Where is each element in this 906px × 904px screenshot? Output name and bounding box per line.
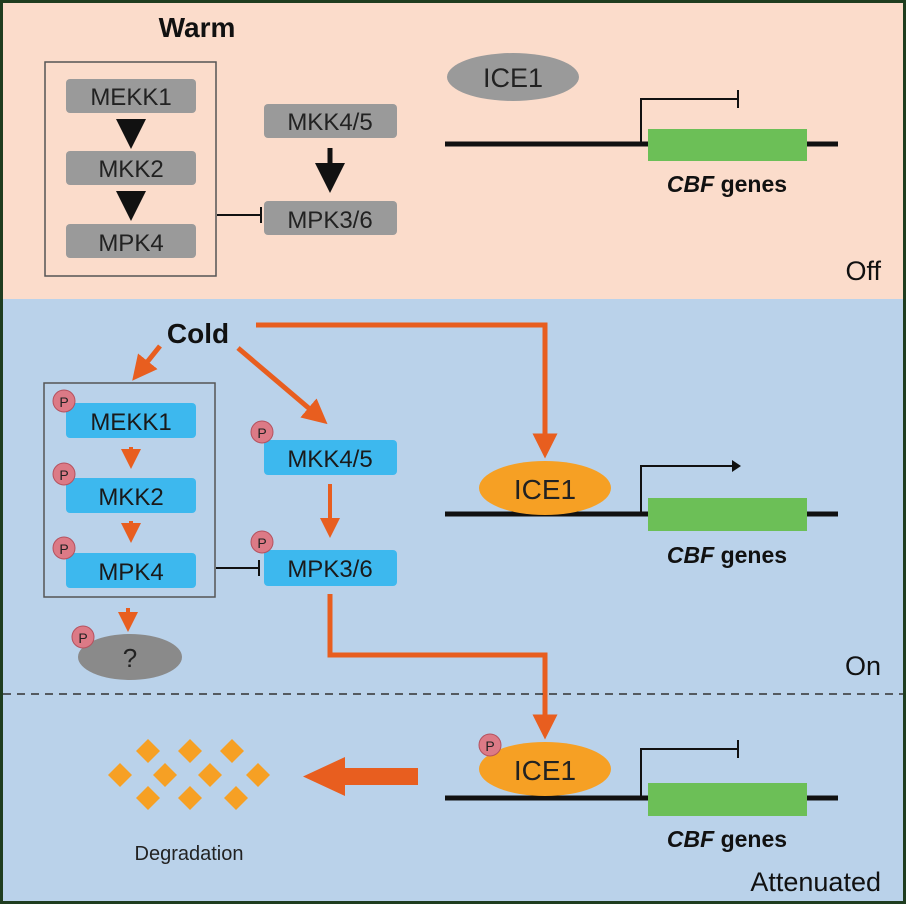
svg-text:P: P [59, 467, 68, 483]
svg-text:ICE1: ICE1 [483, 63, 543, 93]
attenuated-promoter-blocked [640, 740, 739, 798]
cold-mpk36-node: MPK3/6 [264, 550, 397, 586]
cold-mpk4-node: MPK4 [66, 553, 196, 588]
warm-ice1: ICE1 [447, 53, 579, 101]
warm-promoter-blocked [640, 90, 739, 144]
phospho-badge-mpk36: P [250, 530, 274, 554]
degradation-arrow [303, 757, 418, 796]
warm-cbf-gene [648, 129, 807, 161]
warm-state-off: Off [845, 256, 881, 286]
svg-text:MPK4: MPK4 [98, 230, 163, 257]
cold-heading: Cold [167, 318, 229, 349]
cold-promoter-active [640, 460, 741, 514]
phospho-badge-mpk4: P [52, 536, 76, 560]
warm-inhibition-mpk4-mpk36 [217, 207, 262, 223]
svg-text:P: P [257, 425, 266, 441]
svg-text:MPK4: MPK4 [98, 559, 163, 586]
svg-text:MEKK1: MEKK1 [90, 409, 171, 436]
warm-cascade-box [44, 61, 217, 277]
svg-text:ICE1: ICE1 [514, 755, 576, 786]
warm-mkk45-node: MKK4/5 [264, 104, 397, 138]
svg-text:MEKK1: MEKK1 [90, 84, 171, 111]
cold-cbf-label: CBF genes [667, 542, 787, 568]
warm-mpk4-node: MPK4 [66, 224, 196, 258]
attenuated-cbf-label: CBF genes [667, 826, 787, 852]
attenuated-cbf-gene [648, 783, 807, 816]
warm-mkk2-node: MKK2 [66, 151, 196, 185]
svg-text:P: P [485, 738, 494, 754]
phospho-badge-mkk2: P [52, 462, 76, 486]
attenuated-ice1: ICE1 [479, 742, 611, 796]
warm-mekk1-node: MEKK1 [66, 79, 196, 113]
warm-cbf-label: CBF genes [667, 171, 787, 197]
svg-text:MKK4/5: MKK4/5 [287, 446, 372, 473]
svg-text:P: P [257, 535, 266, 551]
phospho-badge-mkk45: P [250, 420, 274, 444]
cold-cbf-gene [648, 498, 807, 531]
cold-ice1: ICE1 [479, 461, 611, 515]
arrow-cold-to-cascade [132, 344, 162, 381]
cold-inhibition-mpk4-mpk36 [216, 560, 260, 576]
degradation-label: Degradation [135, 843, 244, 865]
svg-text:MKK2: MKK2 [98, 156, 163, 183]
svg-text:P: P [59, 541, 68, 557]
svg-text:P: P [78, 630, 87, 646]
svg-text:P: P [59, 394, 68, 410]
arrow-mpk36-to-ice1 [327, 594, 558, 740]
arrow-cold-to-ice1 [256, 322, 558, 459]
attenuated-state-label: Attenuated [750, 867, 881, 897]
arrow-cold-to-mkk45 [236, 346, 328, 425]
phospho-badge-mekk1: P [52, 389, 76, 413]
cold-mkk45-node: MKK4/5 [264, 440, 397, 475]
warm-heading: Warm [159, 12, 236, 43]
svg-text:MKK2: MKK2 [98, 484, 163, 511]
phospho-badge-ice1: P [478, 733, 502, 757]
svg-text:MPK3/6: MPK3/6 [287, 207, 372, 234]
cold-cascade-box [43, 382, 216, 598]
degraded-fragments [108, 739, 270, 810]
svg-text:MPK3/6: MPK3/6 [287, 556, 372, 583]
phospho-badge-unknown: P [71, 625, 95, 649]
cold-mkk2-node: MKK2 [66, 478, 196, 513]
unknown-substrate: ? [78, 634, 182, 680]
svg-text:ICE1: ICE1 [514, 474, 576, 505]
cold-mekk1-node: MEKK1 [66, 403, 196, 438]
svg-text:?: ? [123, 643, 137, 673]
cold-state-on: On [845, 651, 881, 681]
warm-mpk36-node: MPK3/6 [264, 201, 397, 235]
svg-text:MKK4/5: MKK4/5 [287, 109, 372, 136]
